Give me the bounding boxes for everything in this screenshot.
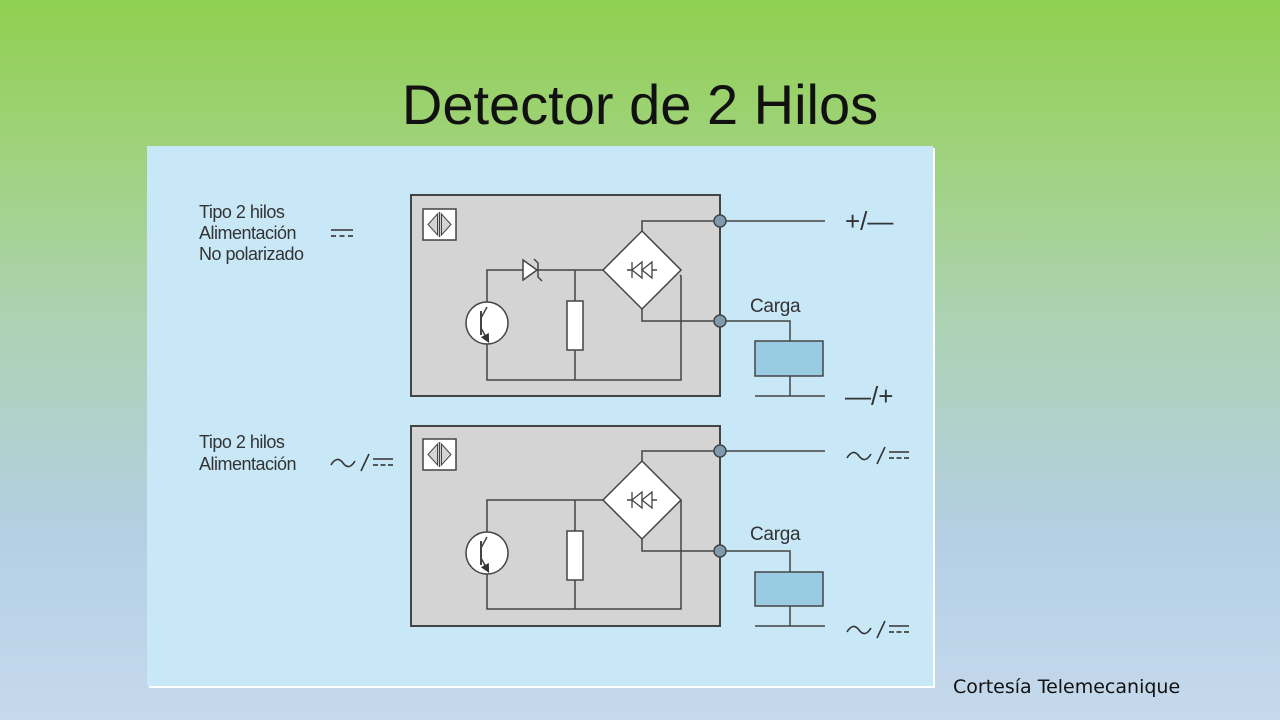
- top-block-label: Tipo 2 hilos Alimentación No polarizado: [199, 202, 305, 264]
- bottom-label-line-2: Alimentación: [199, 454, 296, 474]
- ac-dc-supply-icon: [330, 453, 393, 472]
- terminal-bottom-2: [713, 544, 727, 558]
- top-label-line-1: Tipo 2 hilos: [199, 202, 285, 222]
- bottom-block: Tipo 2 hilos Alimentación: [199, 425, 909, 639]
- zener-diode-icon: [522, 258, 543, 282]
- top-internal-wiring: [486, 220, 720, 381]
- bottom-external-wiring: [720, 450, 825, 627]
- terminal-bottom-1: [713, 444, 727, 458]
- bridge-rectifier-icon: [601, 229, 683, 311]
- top-external-wiring: [720, 220, 825, 397]
- transistor-icon: [465, 531, 509, 575]
- slide-title: Detector de 2 Hilos: [401, 73, 879, 136]
- ac-dc-terminal-icon-bottom: [846, 620, 909, 639]
- load-label-top: Carga: [750, 296, 801, 317]
- credit-text: Cortesía Telemecanique: [953, 676, 1181, 698]
- resistor-icon: [566, 300, 584, 351]
- top-label-line-2: Alimentación: [199, 223, 296, 243]
- load-label-bottom: Carga: [750, 524, 801, 545]
- load-box-top: [754, 340, 824, 377]
- bottom-label-line-1: Tipo 2 hilos: [199, 432, 285, 452]
- polarity-label-top: +/—: [845, 206, 893, 236]
- proximity-sensor-icon: [422, 208, 457, 241]
- top-label-line-3: No polarizado: [199, 244, 304, 264]
- bottom-internal-wiring: [486, 450, 720, 610]
- resistor-icon: [566, 530, 584, 581]
- bridge-rectifier-icon: [601, 459, 683, 541]
- sensor-box-bottom: [410, 425, 721, 627]
- ac-dc-terminal-icon-top: [846, 446, 909, 465]
- transistor-icon: [465, 301, 509, 345]
- proximity-sensor-icon: [422, 438, 457, 471]
- diagram-frame: Tipo 2 hilos Alimentación No polarizado: [147, 146, 933, 686]
- wiring-diagram: Tipo 2 hilos Alimentación No polarizado: [199, 194, 909, 639]
- terminal-top-1: [713, 214, 727, 228]
- bottom-block-label: Tipo 2 hilos Alimentación: [199, 432, 297, 474]
- top-block: Tipo 2 hilos Alimentación No polarizado: [199, 194, 893, 411]
- sensor-box-top: [410, 194, 721, 397]
- terminal-top-2: [713, 314, 727, 328]
- dc-supply-icon: [331, 229, 353, 237]
- load-box-bottom: [754, 571, 824, 607]
- polarity-label-bottom: —/+: [845, 381, 893, 411]
